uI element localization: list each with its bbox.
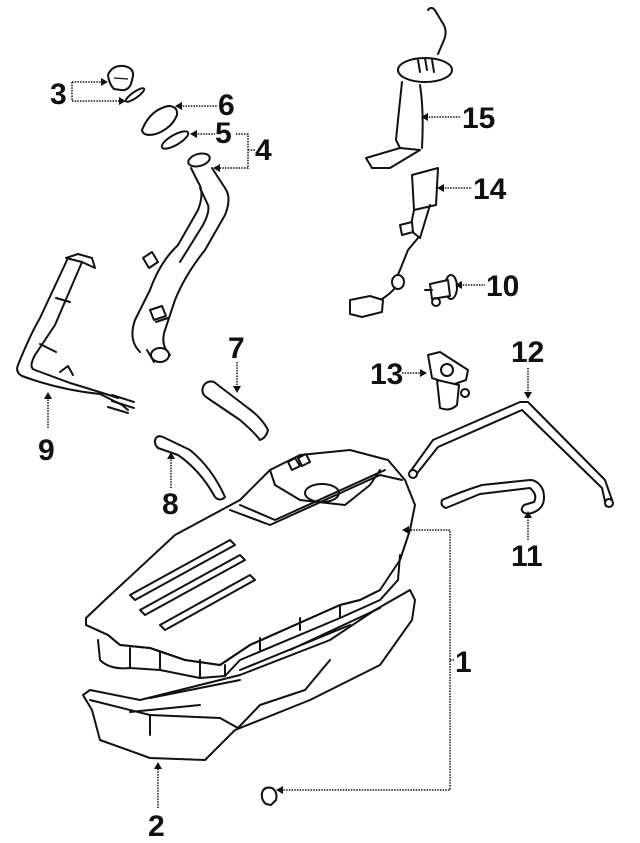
callout-11[interactable]: 11 <box>511 540 543 573</box>
callout-2[interactable]: 2 <box>148 810 165 843</box>
callout-labels: 3 6 5 4 15 14 10 7 13 12 9 8 11 1 2 <box>38 78 544 843</box>
callout-10[interactable]: 10 <box>486 270 519 303</box>
part-pressure-regulator[interactable] <box>424 274 458 307</box>
callout-14[interactable]: 14 <box>473 173 507 206</box>
part-fuel-pump-module[interactable] <box>365 6 453 169</box>
part-fuel-pump-sender[interactable] <box>349 167 439 318</box>
callout-12[interactable]: 12 <box>511 336 544 369</box>
part-filler-hose[interactable] <box>201 380 269 441</box>
part-vent-hose[interactable] <box>153 435 226 501</box>
callout-9[interactable]: 9 <box>38 434 55 467</box>
part-filler-seal-ring[interactable] <box>160 128 191 152</box>
callout-7[interactable]: 7 <box>228 332 245 365</box>
part-filler-gasket[interactable] <box>141 105 179 136</box>
callout-4[interactable]: 4 <box>255 134 272 167</box>
callout-5[interactable]: 5 <box>215 117 232 150</box>
callout-15[interactable]: 15 <box>462 102 495 135</box>
leader-lines <box>44 78 532 808</box>
callout-3[interactable]: 3 <box>50 78 67 111</box>
part-vapor-line[interactable] <box>408 401 614 508</box>
part-vent-pipe[interactable] <box>16 253 135 414</box>
part-filler-neck[interactable] <box>131 151 230 363</box>
part-return-hose[interactable] <box>440 479 545 515</box>
part-rollover-valve[interactable] <box>427 351 470 411</box>
callout-13[interactable]: 13 <box>370 358 403 391</box>
callout-6[interactable]: 6 <box>218 89 235 122</box>
part-tank-shield[interactable] <box>82 589 416 761</box>
callout-8[interactable]: 8 <box>162 488 179 521</box>
part-fuel-tank[interactable] <box>85 449 416 679</box>
part-fuel-cap[interactable] <box>107 64 135 92</box>
part-cap-tether-ring[interactable] <box>124 86 146 104</box>
callout-1[interactable]: 1 <box>455 646 472 679</box>
part-tank-bolt[interactable] <box>260 786 278 806</box>
